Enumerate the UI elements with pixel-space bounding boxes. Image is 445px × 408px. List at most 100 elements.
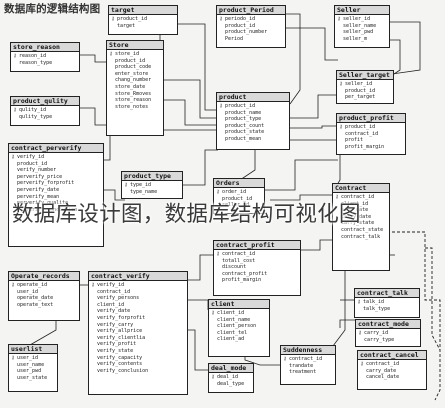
field-row: perverify_qualite bbox=[9, 200, 103, 207]
field-row: ⚷store_id bbox=[107, 51, 163, 58]
field-row: verify_date bbox=[89, 308, 187, 315]
field-row: profit bbox=[337, 137, 405, 144]
key-icon: ⚷ bbox=[216, 251, 220, 257]
key-icon: ⚷ bbox=[219, 16, 223, 22]
field-name: product_id bbox=[225, 103, 256, 109]
field-name: verify_allprice bbox=[97, 328, 143, 335]
field-name: perverify_date bbox=[17, 186, 60, 193]
field-row: treatment bbox=[281, 369, 335, 376]
field-row: discount bbox=[214, 264, 300, 271]
table-name: Operate_records bbox=[9, 272, 79, 281]
field-name: verify_forprofit bbox=[97, 314, 146, 321]
field-name: order_id bbox=[222, 189, 247, 195]
field-name: verify_clientlia bbox=[97, 334, 146, 341]
key-icon: ⚷ bbox=[339, 81, 343, 87]
field-name: enter_store bbox=[115, 70, 149, 77]
field-name: qulity_type bbox=[19, 113, 53, 120]
field-row: user_name bbox=[9, 362, 57, 369]
field-name: seller_id bbox=[345, 81, 373, 87]
field-name: verify_carry bbox=[97, 321, 134, 328]
field-row: verify_state bbox=[89, 348, 187, 355]
field-name: verify_state bbox=[97, 347, 134, 354]
field-row: profit_margin bbox=[214, 277, 300, 284]
field-name: perverify_forprofit bbox=[17, 180, 75, 187]
key-icon: ⚷ bbox=[357, 299, 361, 305]
field-row: ⚷operate_id bbox=[9, 282, 79, 289]
field-row: client_tel bbox=[209, 330, 269, 337]
field-row: ⚷reason_id bbox=[11, 53, 79, 60]
field-name: store_id bbox=[115, 51, 140, 57]
field-row: client_id bbox=[333, 201, 389, 208]
field-row: perverify_forprofit bbox=[9, 180, 103, 187]
field-name: product_type bbox=[225, 116, 262, 123]
field-row: seller_id bbox=[214, 202, 264, 209]
table-name: product_qulity bbox=[11, 97, 79, 106]
field-row: client_id bbox=[89, 302, 187, 309]
field-row: chang_number bbox=[107, 77, 163, 84]
field-name: treatment bbox=[289, 369, 317, 376]
key-icon: ⚷ bbox=[109, 51, 113, 57]
field-name: perverify_qualite bbox=[17, 200, 69, 207]
field-row: qulity_type bbox=[11, 114, 79, 121]
field-name: talk_id bbox=[363, 299, 385, 305]
field-row: trandate bbox=[281, 363, 335, 370]
field-name: verify_profit bbox=[97, 341, 137, 348]
field-row: verify_profit bbox=[89, 341, 187, 348]
field-row: carry_date bbox=[333, 214, 389, 221]
key-icon: ⚷ bbox=[360, 361, 364, 367]
field-name: store_notes bbox=[115, 103, 149, 110]
field-row: enter_store bbox=[107, 71, 163, 78]
table-name: Store bbox=[107, 41, 163, 50]
field-name: deal_id bbox=[217, 374, 239, 380]
field-row: client_person bbox=[209, 323, 269, 330]
field-name: deal_type bbox=[217, 380, 245, 387]
field-row: carry_state bbox=[333, 220, 389, 227]
field-name: type_name bbox=[130, 188, 158, 195]
field-name: Period bbox=[225, 35, 244, 42]
field-name: reason_id bbox=[19, 53, 47, 59]
field-name: client_tel bbox=[217, 329, 248, 336]
key-icon: ⚷ bbox=[337, 16, 341, 22]
table-name: product_Period bbox=[217, 6, 285, 15]
table-name: product bbox=[217, 93, 289, 102]
field-name: sign_date bbox=[341, 207, 369, 214]
field-row: contract_id bbox=[337, 131, 405, 138]
field-name: talk_type bbox=[363, 305, 391, 312]
field-name: product_id bbox=[225, 22, 256, 29]
field-row: ⚷contract_id bbox=[281, 356, 335, 363]
field-name: product_count bbox=[225, 122, 265, 129]
field-name: contract_id bbox=[341, 194, 375, 200]
watermark-caption: 数据库设计图，数据库结构可视化图 bbox=[12, 202, 361, 227]
field-name: product_id bbox=[345, 87, 376, 94]
table-name: client bbox=[209, 300, 269, 309]
field-row: ⚷seller_id bbox=[337, 81, 393, 88]
field-name: verify_persons bbox=[97, 295, 140, 302]
field-name: client_id bbox=[341, 200, 369, 207]
field-row: product_number bbox=[217, 29, 285, 36]
field-row: client_ad bbox=[209, 336, 269, 343]
field-row: product_count bbox=[217, 123, 289, 130]
field-row: ⚷product_id bbox=[109, 16, 177, 23]
table-name: contract_mode bbox=[356, 320, 420, 329]
field-row: talk_type bbox=[355, 306, 419, 313]
key-icon: ⚷ bbox=[13, 107, 17, 113]
field-name: perverify_price bbox=[17, 173, 63, 180]
field-row: target bbox=[109, 23, 177, 30]
key-icon: ⚷ bbox=[335, 194, 339, 200]
field-row: product_id bbox=[337, 88, 393, 95]
field-name: reason_type bbox=[19, 59, 53, 66]
